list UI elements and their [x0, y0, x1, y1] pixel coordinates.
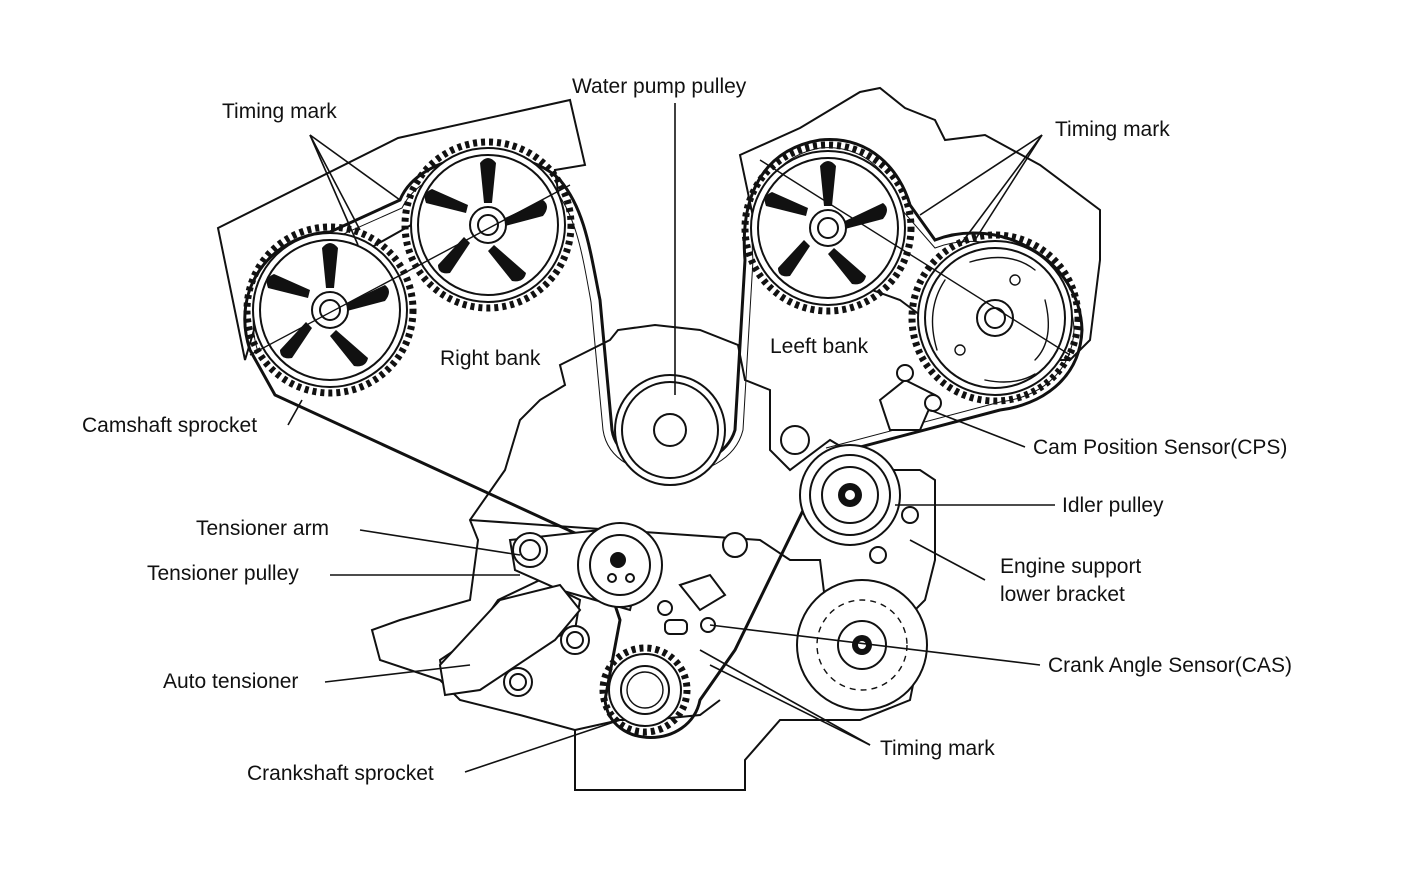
boss-bolt [722, 532, 748, 558]
cam-position-sensor-label: Cam Position Sensor(CPS) [1033, 436, 1288, 459]
right-bank-label: Right bank [440, 347, 541, 370]
tensioner-arm-label: Tensioner arm [196, 517, 330, 540]
right-cam-sprocket-inner [401, 138, 575, 312]
crankshaft-sprocket-label: Crankshaft sprocket [247, 762, 434, 785]
engine-support-label-line1: Engine support [1000, 555, 1142, 578]
tensioner-assembly [508, 522, 663, 612]
left-cam-sprocket-inner [741, 141, 915, 315]
timing-mark-label-left: Timing mark [1055, 118, 1170, 141]
crank-angle-sensor-label: Crank Angle Sensor(CAS) [1048, 654, 1292, 677]
left-bank-center-line [759, 159, 1071, 356]
idler-pulley-label: Idler pulley [1062, 494, 1164, 517]
boss-bolt [780, 425, 810, 455]
water-pump-pulley [614, 374, 726, 486]
crankshaft-sprocket-gear [599, 644, 691, 736]
timing-mark-label-right: Timing mark [222, 100, 337, 123]
auto-tensioner-body [438, 583, 590, 697]
tensioner-pulley-label: Tensioner pulley [147, 562, 299, 585]
leader-lines [287, 103, 1055, 773]
idler-pulley [799, 444, 919, 564]
engine-support-label-line2: lower bracket [1000, 583, 1125, 606]
crank-pulley [796, 579, 928, 711]
auto-tensioner-label: Auto tensioner [163, 670, 299, 693]
timing-mark-label-crank: Timing mark [880, 737, 995, 760]
right-bank-center-line [249, 184, 571, 356]
cam-position-sensor-body [878, 364, 942, 431]
camshaft-sprocket-label: Camshaft sprocket [82, 414, 258, 437]
left-bank-label: Leeft bank [770, 335, 869, 358]
right-cam-sprocket-outer [243, 223, 417, 397]
water-pump-pulley-label: Water pump pulley [572, 75, 747, 98]
left-cam-sprocket-outer [908, 231, 1082, 405]
